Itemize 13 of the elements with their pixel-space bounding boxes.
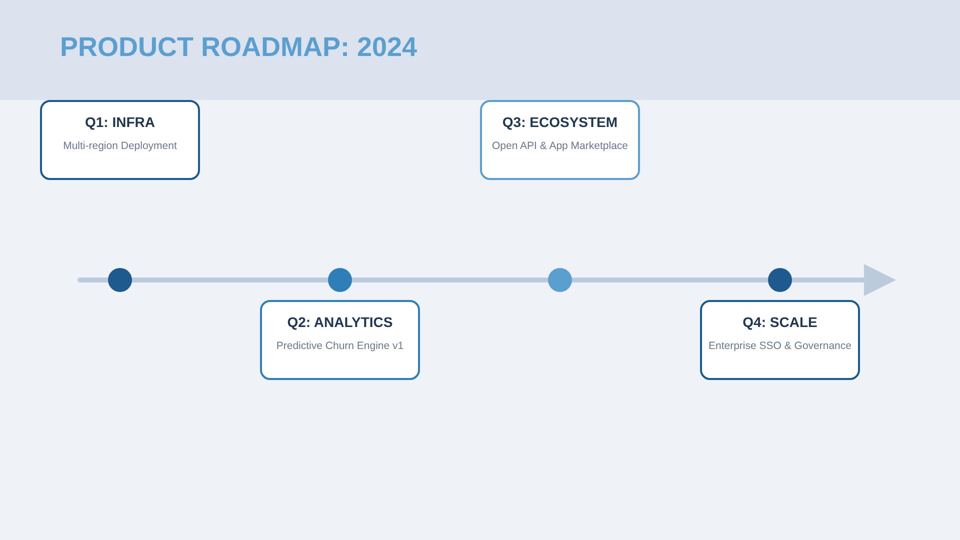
milestone-card — [40, 100, 200, 180]
milestone-description: Multi-region Deployment — [62, 140, 178, 153]
milestone-description: Open API & App Marketplace — [491, 140, 629, 153]
milestone-card — [480, 100, 640, 180]
milestone-card — [700, 300, 860, 380]
milestone-card — [260, 300, 420, 380]
title: PRODUCT ROADMAP: 2024 — [60, 32, 418, 63]
milestone-heading: Q2: ANALYTICS — [286, 314, 394, 330]
milestone-description: Enterprise SSO & Governance — [708, 340, 852, 353]
milestone-description: Predictive Churn Engine v1 — [275, 340, 405, 353]
milestone-heading: Q4: SCALE — [742, 314, 818, 330]
milestone-heading: Q1: INFRA — [84, 114, 156, 130]
milestone-heading: Q3: ECOSYSTEM — [501, 114, 619, 130]
